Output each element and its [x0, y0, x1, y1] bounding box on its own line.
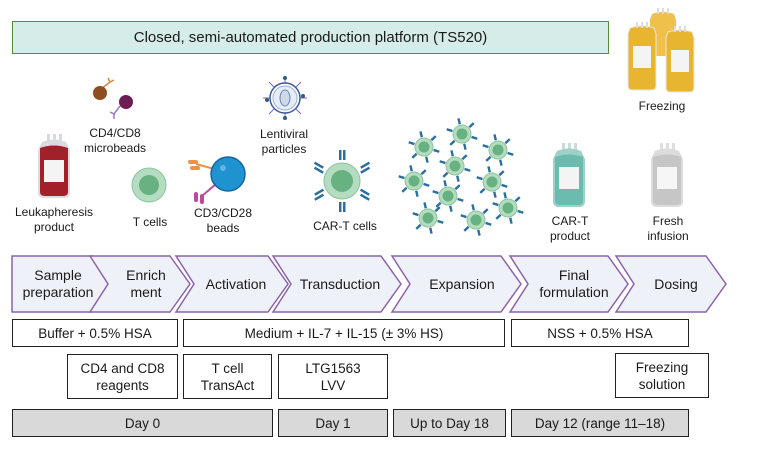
activation-beads-icon [188, 156, 246, 204]
car-t-cell [432, 180, 464, 212]
reagent-box: Freezing solution [615, 353, 709, 398]
car-t-cell-icon [313, 150, 371, 212]
blood-bag-icon [38, 134, 70, 198]
step-label: Sample preparation [22, 267, 94, 300]
t-cells-label: T cells [132, 215, 168, 229]
reagent-label: Freezing solution [635, 359, 689, 392]
step-label: Dosing [654, 275, 698, 292]
frozen-bags-icon [627, 8, 695, 93]
day-box: Day 1 [278, 409, 388, 437]
car-t-product-label: CAR-T product [549, 214, 591, 243]
expanded-cells-icon [398, 118, 524, 236]
reagent-label: T cell TransAct [200, 360, 255, 393]
media-box: NSS + 0.5% HSA [511, 319, 689, 347]
microbeads-icon [93, 77, 133, 119]
media-box: Buffer + 0.5% HSA [12, 319, 178, 347]
car-t-cell [398, 165, 430, 197]
reagent-box: CD4 and CD8 reagents [67, 354, 178, 399]
platform-label: Closed, semi-automated production platfo… [133, 29, 488, 46]
reagent-box: T cell TransAct [183, 354, 272, 399]
car-t-cell [408, 131, 440, 163]
freezing-label: Freezing [638, 99, 686, 113]
car-t-cell [482, 134, 514, 166]
platform-banner: Closed, semi-automated production platfo… [12, 21, 609, 54]
car-t-cell [492, 192, 524, 224]
reagent-label: LTG1563 LVV [305, 360, 361, 393]
chevron-final-formulation[interactable] [508, 255, 629, 313]
step-label: Transduction [299, 275, 381, 292]
lentivirus-icon [263, 76, 307, 120]
car-t-product-bag-icon [553, 143, 585, 207]
day-box: Day 12 (range 11–18) [511, 409, 689, 437]
leukapheresis-label: Leukapheresis product [14, 205, 94, 234]
day-box: Day 0 [12, 409, 273, 437]
reagent-box: LTG1563 LVV [278, 354, 388, 399]
chevron-transduction[interactable] [271, 255, 402, 313]
step-label: Activation [205, 275, 267, 292]
cd3-cd28-beads-label: CD3/CD28 beads [193, 206, 253, 235]
lentiviral-label: Lentiviral particles [259, 127, 309, 156]
chevron-enrichment[interactable] [88, 255, 191, 313]
fresh-infusion-bag-icon [651, 143, 683, 207]
step-label: Expansion [429, 275, 495, 292]
t-cell-icon [131, 167, 167, 203]
media-box: Medium + IL-7 + IL-15 (± 3% HS) [183, 319, 505, 347]
chevron-activation[interactable] [174, 255, 289, 313]
chevron-dosing[interactable] [614, 255, 727, 313]
car-t-cell [476, 166, 508, 198]
car-t-cell [439, 150, 471, 182]
car-t-cell [460, 204, 492, 236]
car-t-cell [446, 118, 478, 150]
microbeads-label: CD4/CD8 microbeads [83, 126, 147, 155]
chevron-expansion[interactable] [390, 255, 522, 313]
car-t-cells-label: CAR-T cells [313, 219, 377, 233]
day-box: Up to Day 18 [393, 409, 506, 437]
car-t-cell [412, 202, 444, 234]
reagent-label: CD4 and CD8 reagents [80, 360, 165, 393]
fresh-infusion-label: Fresh infusion [647, 214, 689, 243]
